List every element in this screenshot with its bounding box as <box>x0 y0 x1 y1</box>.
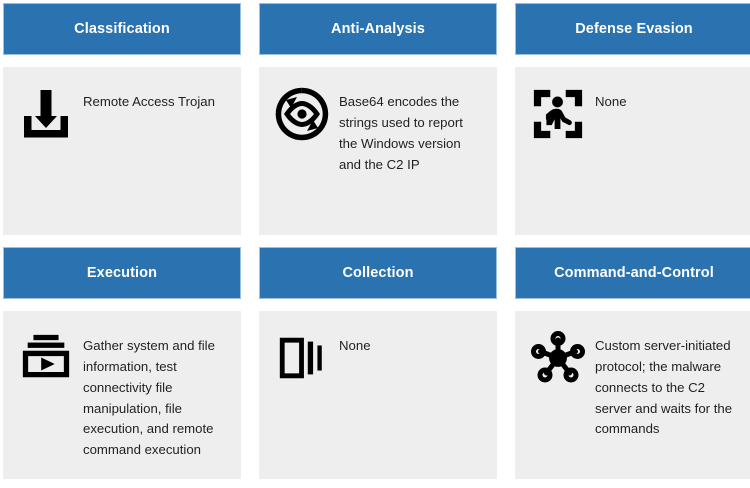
eye-scan-icon <box>269 81 335 147</box>
card-header-defense-evasion: Defense Evasion <box>515 3 750 55</box>
card-header-anti-analysis: Anti-Analysis <box>259 3 497 55</box>
card-title: Execution <box>86 264 158 281</box>
card-defense-evasion: Defense Evasion <box>515 3 750 235</box>
carousel-cards-icon <box>269 325 335 391</box>
card-title: Collection <box>342 264 414 281</box>
card-body-anti-analysis: Base64 encodes the strings used to repor… <box>259 67 497 235</box>
card-text: Base64 encodes the strings used to repor… <box>339 94 463 172</box>
card-title: Anti-Analysis <box>331 20 425 37</box>
card-text: None <box>595 94 627 109</box>
card-header-command-and-control: Command-and-Control <box>515 247 750 299</box>
card-title: Defense Evasion <box>575 20 693 37</box>
card-anti-analysis: Anti-Analysis <box>259 3 497 235</box>
card-header-collection: Collection <box>259 247 497 299</box>
card-title: Classification <box>74 20 170 37</box>
person-detection-icon <box>525 81 591 147</box>
presentation-play-icon <box>13 325 79 391</box>
card-header-execution: Execution <box>3 247 241 299</box>
card-text: Remote Access Trojan <box>83 94 215 109</box>
card-body-command-and-control: Custom server-initiated protocol; the ma… <box>515 311 750 479</box>
card-header-classification: Classification <box>3 3 241 55</box>
card-text: None <box>339 338 371 353</box>
card-body-classification: Remote Access Trojan <box>3 67 241 235</box>
download-icon <box>13 81 79 147</box>
card-body-collection: None <box>259 311 497 479</box>
card-execution: Execution Gather system and file informa… <box>3 247 241 479</box>
card-collection: Collection None <box>259 247 497 479</box>
card-title: Command-and-Control <box>554 264 714 281</box>
card-body-defense-evasion: None <box>515 67 750 235</box>
network-hub-icon <box>525 325 591 391</box>
card-body-execution: Gather system and file information, test… <box>3 311 241 479</box>
card-command-and-control: Command-and-Control <box>515 247 750 479</box>
card-text: Custom server-initiated protocol; the ma… <box>595 338 733 437</box>
card-classification: Classification Remote Access Trojan <box>3 3 241 235</box>
card-text: Gather system and file information, test… <box>83 338 215 458</box>
